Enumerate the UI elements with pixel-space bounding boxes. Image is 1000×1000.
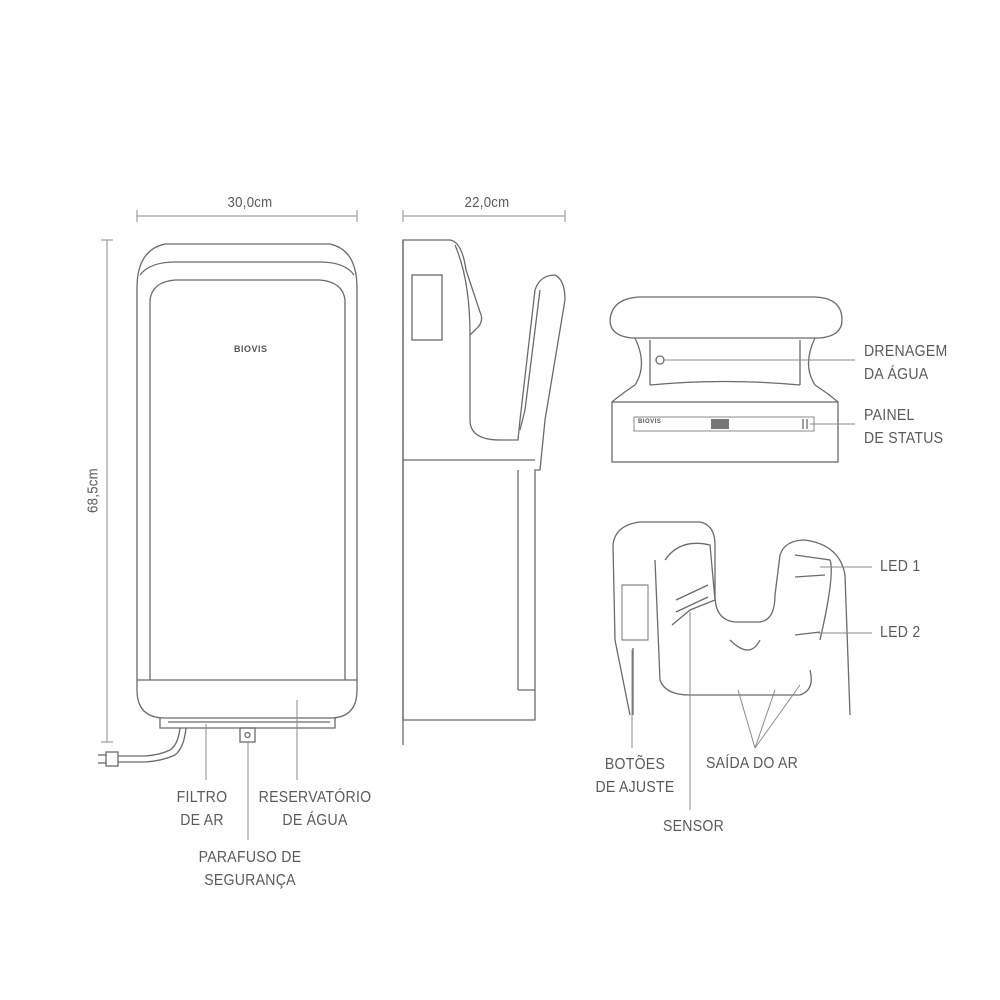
label-reservatorio: RESERVATÓRIO DE ÁGUA — [258, 786, 372, 832]
label-line: DRENAGEM — [864, 343, 948, 360]
label-line: FILTRO — [176, 789, 228, 806]
perspective-view — [612, 521, 851, 716]
label-line: SEGURANÇA — [204, 872, 296, 889]
front-view — [98, 243, 358, 767]
label-line: DE STATUS — [864, 430, 944, 447]
label-led1: LED 1 — [880, 558, 921, 575]
label-line: PAINEL — [864, 407, 915, 424]
label-filtro: FILTRO DE AR — [158, 786, 246, 832]
label-sensor: SENSOR — [663, 818, 725, 835]
label-line: PARAFUSO DE — [198, 849, 302, 866]
depth-dimension: 22,0cm — [464, 194, 510, 211]
leader-lines — [205, 359, 872, 840]
label-line: DA ÁGUA — [864, 366, 929, 383]
panel-brand-logo: BIOVIS — [638, 419, 662, 425]
dimension-lines — [101, 210, 566, 743]
label-botoes: BOTÕES DE AJUSTE — [591, 753, 679, 799]
label-led2: LED 2 — [880, 624, 921, 641]
side-view — [402, 239, 566, 745]
height-dimension: 68,5cm — [84, 468, 102, 513]
label-line: DE AR — [180, 812, 224, 829]
label-painel: PAINEL DE STATUS — [864, 404, 943, 450]
brand-logo: BIOVIS — [234, 344, 268, 354]
label-drenagem: DRENAGEM DA ÁGUA — [864, 340, 947, 386]
label-line: DE ÁGUA — [282, 812, 348, 829]
label-saida: SAÍDA DO AR — [706, 755, 799, 772]
label-line: RESERVATÓRIO — [258, 789, 372, 806]
top-view — [609, 296, 843, 463]
label-line: DE AJUSTE — [595, 779, 675, 796]
label-line: BOTÕES — [604, 756, 666, 773]
label-parafuso: PARAFUSO DE SEGURANÇA — [193, 846, 307, 892]
width-dimension: 30,0cm — [227, 194, 273, 211]
